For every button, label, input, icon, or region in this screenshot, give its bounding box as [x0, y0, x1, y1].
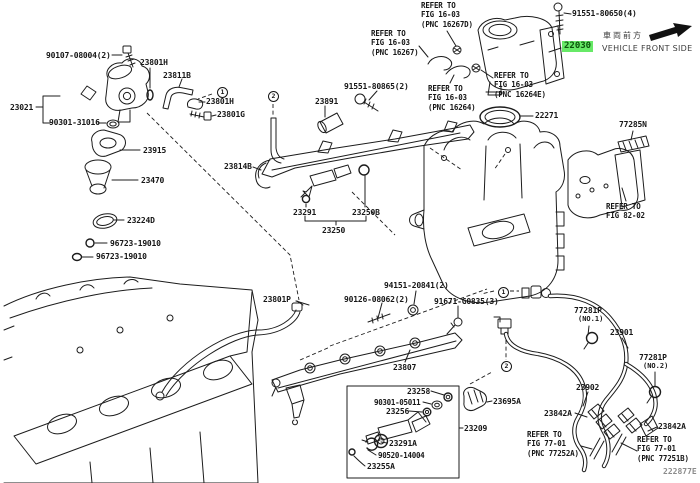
part-label-91551-80865: 91551-80865(2) [344, 82, 409, 91]
part-label-90301-31016: 90301-31016 [49, 118, 100, 127]
part-label-23901: 23901 [610, 328, 634, 337]
part-label-96723-19010-2: 96723-19010 [96, 252, 147, 261]
throttle-body-drawing [477, 2, 572, 128]
part-label-23902: 23902 [576, 383, 600, 392]
part-label-23470: 23470 [141, 176, 165, 185]
part-label-23258: 23258 [407, 387, 431, 396]
part-label-23695a: 23695A [493, 397, 521, 406]
part-label-23842a-2: 23842A [658, 422, 686, 431]
part-label-23801h-1: 23801H [140, 58, 168, 67]
plate-code: 222877E [663, 467, 697, 476]
part-label-23842a-1: 23842A [544, 409, 572, 418]
part-label-77281p-1-no: (NO.1) [578, 315, 604, 323]
part-label-23291a: 23291A [389, 439, 417, 448]
part-label-91671-g0835: 91671-G0835(3) [434, 297, 499, 306]
cylinder-head-drawing [3, 276, 259, 483]
part-label-23209: 23209 [464, 424, 488, 433]
part-label-23250b: 23250B [352, 208, 380, 217]
part-label-96723-19010-1: 96723-19010 [110, 239, 161, 248]
clamp-23695a-drawing [463, 371, 493, 411]
construction-dash-line [146, 112, 300, 301]
fuel-pipe-drawing [155, 300, 310, 401]
part-label-22271: 22271 [535, 111, 559, 120]
vehicle-front-arrow-icon [649, 23, 692, 41]
callout-bubble-1a: 1 [217, 87, 228, 98]
vacuum-hose-drawing [418, 30, 494, 84]
intake-manifold-drawing [409, 117, 565, 304]
ref-note-16267: REFER TO FIG 16-03 (PNC 16267) [371, 29, 419, 57]
part-label-23801h-2: 23801H [206, 97, 234, 106]
part-label-23814b: 23814B [224, 162, 252, 171]
hose-connector-drawing [574, 403, 659, 460]
part-label-23801p: 23801P [263, 295, 291, 304]
part-label-23255a: 23255A [367, 462, 395, 471]
callout-bubble-2b: 2 [501, 361, 512, 372]
part-label-77281p-1: 77281P [574, 306, 602, 315]
part-label-90301-05011: 90301-05011 [374, 398, 421, 407]
part-label-23250: 23250 [322, 226, 346, 235]
ref-note-77251b: REFER TO FIG 77-01 (PNC 77251B) [637, 435, 689, 463]
part-label-23915: 23915 [143, 146, 167, 155]
part-label-23256: 23256 [386, 407, 410, 416]
part-label-23891: 23891 [315, 97, 339, 106]
ref-note-16264: REFER TO FIG 16-03 (PNC 16264) [428, 84, 476, 112]
part-label-94151-20841: 94151-20841(2) [384, 281, 449, 290]
part-label-77281p-2-no: (NO.2) [643, 362, 669, 370]
part-label-90126-08062: 90126-08062(2) [344, 295, 409, 304]
part-label-23801g: 23801G [217, 110, 245, 119]
part-label-23021: 23021 [10, 103, 34, 112]
bracket-drawing [567, 130, 650, 219]
part-label-23291: 23291 [293, 208, 317, 217]
ref-note-16264e: REFER TO FIG 16-03 (PNC 16264E) [494, 71, 546, 99]
part-label-23807: 23807 [393, 363, 417, 372]
lower-fuel-rail-drawing [271, 288, 488, 426]
union-pipe-drawing [149, 69, 217, 121]
ref-note-82-02: REFER TO FIG 82-02 [606, 202, 645, 221]
part-label-90520-14004: 90520-14004 [378, 451, 425, 460]
ref-note-16267d: REFER TO FIG 16-03 (PNC 16267D) [421, 1, 473, 29]
orientation-text-jp: 車両前方 [603, 31, 643, 40]
fuel-pump-drawing [35, 45, 154, 262]
ref-note-77252a: REFER TO FIG 77-01 (PNC 77252A) [527, 430, 579, 458]
part-label-23224d: 23224D [127, 216, 155, 225]
orientation-text-en: VEHICLE FRONT SIDE [602, 44, 693, 53]
part-label-77285n: 77285N [619, 120, 647, 129]
part-label-22030-highlighted[interactable]: 22030 [562, 41, 594, 52]
part-label-91551-80650: 91551-80650(4) [572, 9, 637, 18]
injector-detail-box [346, 385, 464, 479]
part-label-23811b: 23811B [163, 71, 191, 80]
callout-bubble-1b: 1 [498, 287, 509, 298]
part-label-90107-08004: 90107-08004(2) [46, 51, 111, 60]
part-label-77281p-2: 77281P [639, 353, 667, 362]
callout-bubble-2a: 2 [268, 91, 279, 102]
